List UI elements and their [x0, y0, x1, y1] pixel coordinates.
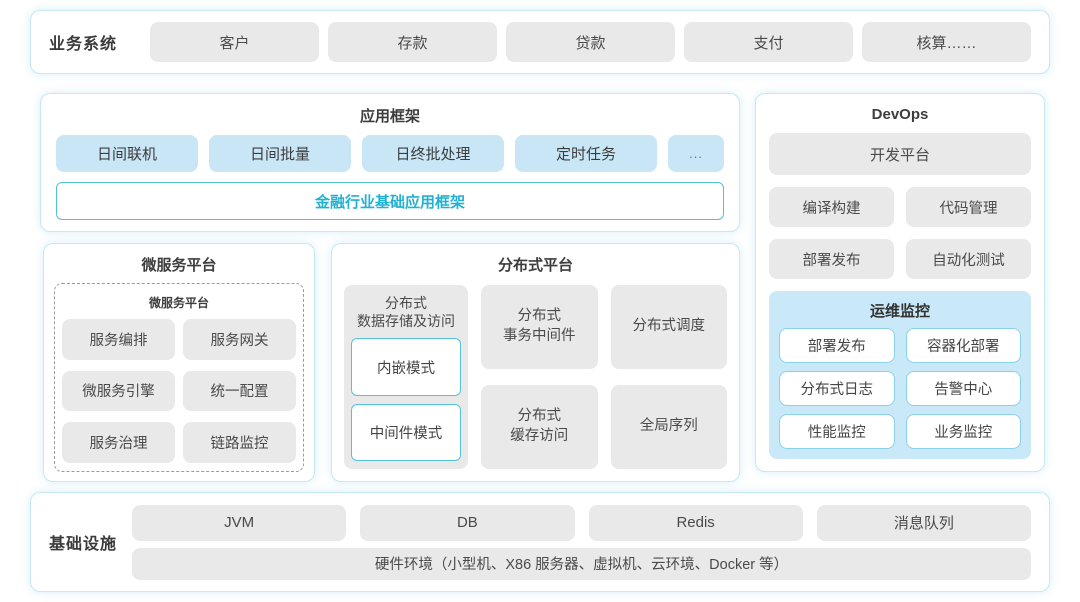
devops-panel: DevOps 开发平台 编译构建 代码管理 部署发布 自动化测试 运维监控 部署… — [755, 93, 1045, 472]
devops-block-dev-platform: 开发平台 — [769, 133, 1031, 175]
monitor-block-deploy: 部署发布 — [779, 328, 895, 363]
monitor-block-container-deploy: 容器化部署 — [905, 328, 1021, 363]
microservice-block-engine: 微服务引擎 — [62, 370, 175, 412]
runtime-block-scheduled-task: 定时任务 — [515, 135, 657, 172]
ops-monitor-title: 运维监控 — [869, 303, 930, 320]
runtime-block-more: ... — [668, 135, 724, 172]
monitor-block-distributed-log: 分布式日志 — [779, 371, 895, 406]
storage-mode-middleware: 中间件模式 — [351, 403, 461, 461]
infrastructure-panel: 基础设施 JVM DB Redis 消息队列 硬件环境（小型机、X86 服务器、… — [30, 492, 1050, 592]
runtime-block-daytime-batch: 日间批量 — [209, 135, 351, 172]
distributed-storage-panel: 分布式 数据存储及访问 内嵌模式 中间件模式 — [344, 285, 468, 469]
business-block-accounting: 核算…… — [862, 22, 1031, 62]
monitor-block-alert-center: 告警中心 — [905, 371, 1021, 406]
monitor-block-perf-monitor: 性能监控 — [779, 414, 895, 449]
distributed-storage-title: 分布式 数据存储及访问 — [357, 295, 455, 330]
microservice-block-gateway: 服务网关 — [183, 319, 296, 360]
storage-mode-embedded: 内嵌模式 — [351, 338, 461, 396]
distributed-block-transaction: 分布式 事务中间件 — [481, 285, 598, 369]
distributed-grid: 分布式 数据存储及访问 内嵌模式 中间件模式 分布式 事务中间件 分布式调度 分… — [344, 285, 727, 469]
ops-monitor-grid: 部署发布 容器化部署 分布式日志 告警中心 性能监控 业务监控 — [779, 328, 1021, 449]
business-block-customer: 客户 — [150, 22, 319, 62]
microservice-inner-title: 微服务平台 — [148, 296, 209, 310]
distributed-title: 分布式平台 — [497, 257, 573, 274]
app-framework-panel: 应用框架 日间联机 日间批量 日终批处理 定时任务 ... 金融行业基础应用框架 — [40, 93, 740, 232]
distributed-block-scheduling: 分布式调度 — [610, 285, 727, 369]
business-systems-panel: 业务系统 客户 存款 贷款 支付 核算…… — [30, 10, 1050, 74]
business-systems-label: 业务系统 — [49, 36, 118, 53]
infra-block-redis: Redis — [588, 504, 803, 541]
devops-title: DevOps — [871, 106, 929, 123]
app-framework-title: 应用框架 — [359, 108, 420, 125]
devops-block-build: 编译构建 — [769, 187, 894, 227]
microservice-block-tracing: 链路监控 — [183, 422, 296, 463]
distributed-block-global-sequence: 全局序列 — [610, 385, 727, 469]
infra-block-mq: 消息队列 — [816, 504, 1031, 541]
distributed-panel: 分布式平台 分布式 数据存储及访问 内嵌模式 中间件模式 分布式 事务中间件 分… — [331, 243, 740, 482]
business-block-deposit: 存款 — [328, 22, 497, 62]
microservice-block-governance: 服务治理 — [62, 422, 175, 463]
runtime-block-daytime-online: 日间联机 — [56, 135, 198, 172]
infrastructure-row: JVM DB Redis 消息队列 — [132, 504, 1031, 541]
infrastructure-label: 基础设施 — [49, 536, 118, 553]
microservice-title: 微服务平台 — [141, 257, 217, 274]
monitor-block-business-monitor: 业务监控 — [905, 414, 1021, 449]
microservice-grid: 服务编排 服务网关 微服务引擎 统一配置 服务治理 链路监控 — [62, 319, 296, 463]
infra-block-jvm: JVM — [132, 504, 347, 541]
devops-grid: 编译构建 代码管理 部署发布 自动化测试 — [769, 187, 1031, 279]
ops-monitor-panel: 运维监控 部署发布 容器化部署 分布式日志 告警中心 性能监控 业务监控 — [769, 291, 1031, 459]
infra-block-db: DB — [360, 504, 575, 541]
finance-base-framework-block: 金融行业基础应用框架 — [56, 182, 724, 220]
hardware-env-block: 硬件环境（小型机、X86 服务器、虚拟机、云环境、Docker 等） — [132, 547, 1031, 580]
devops-block-auto-test: 自动化测试 — [906, 239, 1031, 279]
infrastructure-content: JVM DB Redis 消息队列 硬件环境（小型机、X86 服务器、虚拟机、云… — [132, 504, 1031, 580]
microservice-inner-box: 微服务平台 服务编排 服务网关 微服务引擎 统一配置 服务治理 链路监控 — [54, 283, 304, 472]
runtime-block-eod-batch: 日终批处理 — [362, 135, 504, 172]
devops-block-code-mgmt: 代码管理 — [906, 187, 1031, 227]
devops-block-deploy: 部署发布 — [769, 239, 894, 279]
distributed-block-cache: 分布式 缓存访问 — [481, 385, 598, 469]
business-block-loan: 贷款 — [506, 22, 675, 62]
microservice-block-config: 统一配置 — [183, 370, 296, 412]
business-block-payment: 支付 — [684, 22, 853, 62]
microservice-block-orchestration: 服务编排 — [62, 319, 175, 360]
app-framework-row: 日间联机 日间批量 日终批处理 定时任务 ... — [56, 135, 724, 172]
microservice-panel: 微服务平台 微服务平台 服务编排 服务网关 微服务引擎 统一配置 服务治理 链路… — [43, 243, 315, 482]
